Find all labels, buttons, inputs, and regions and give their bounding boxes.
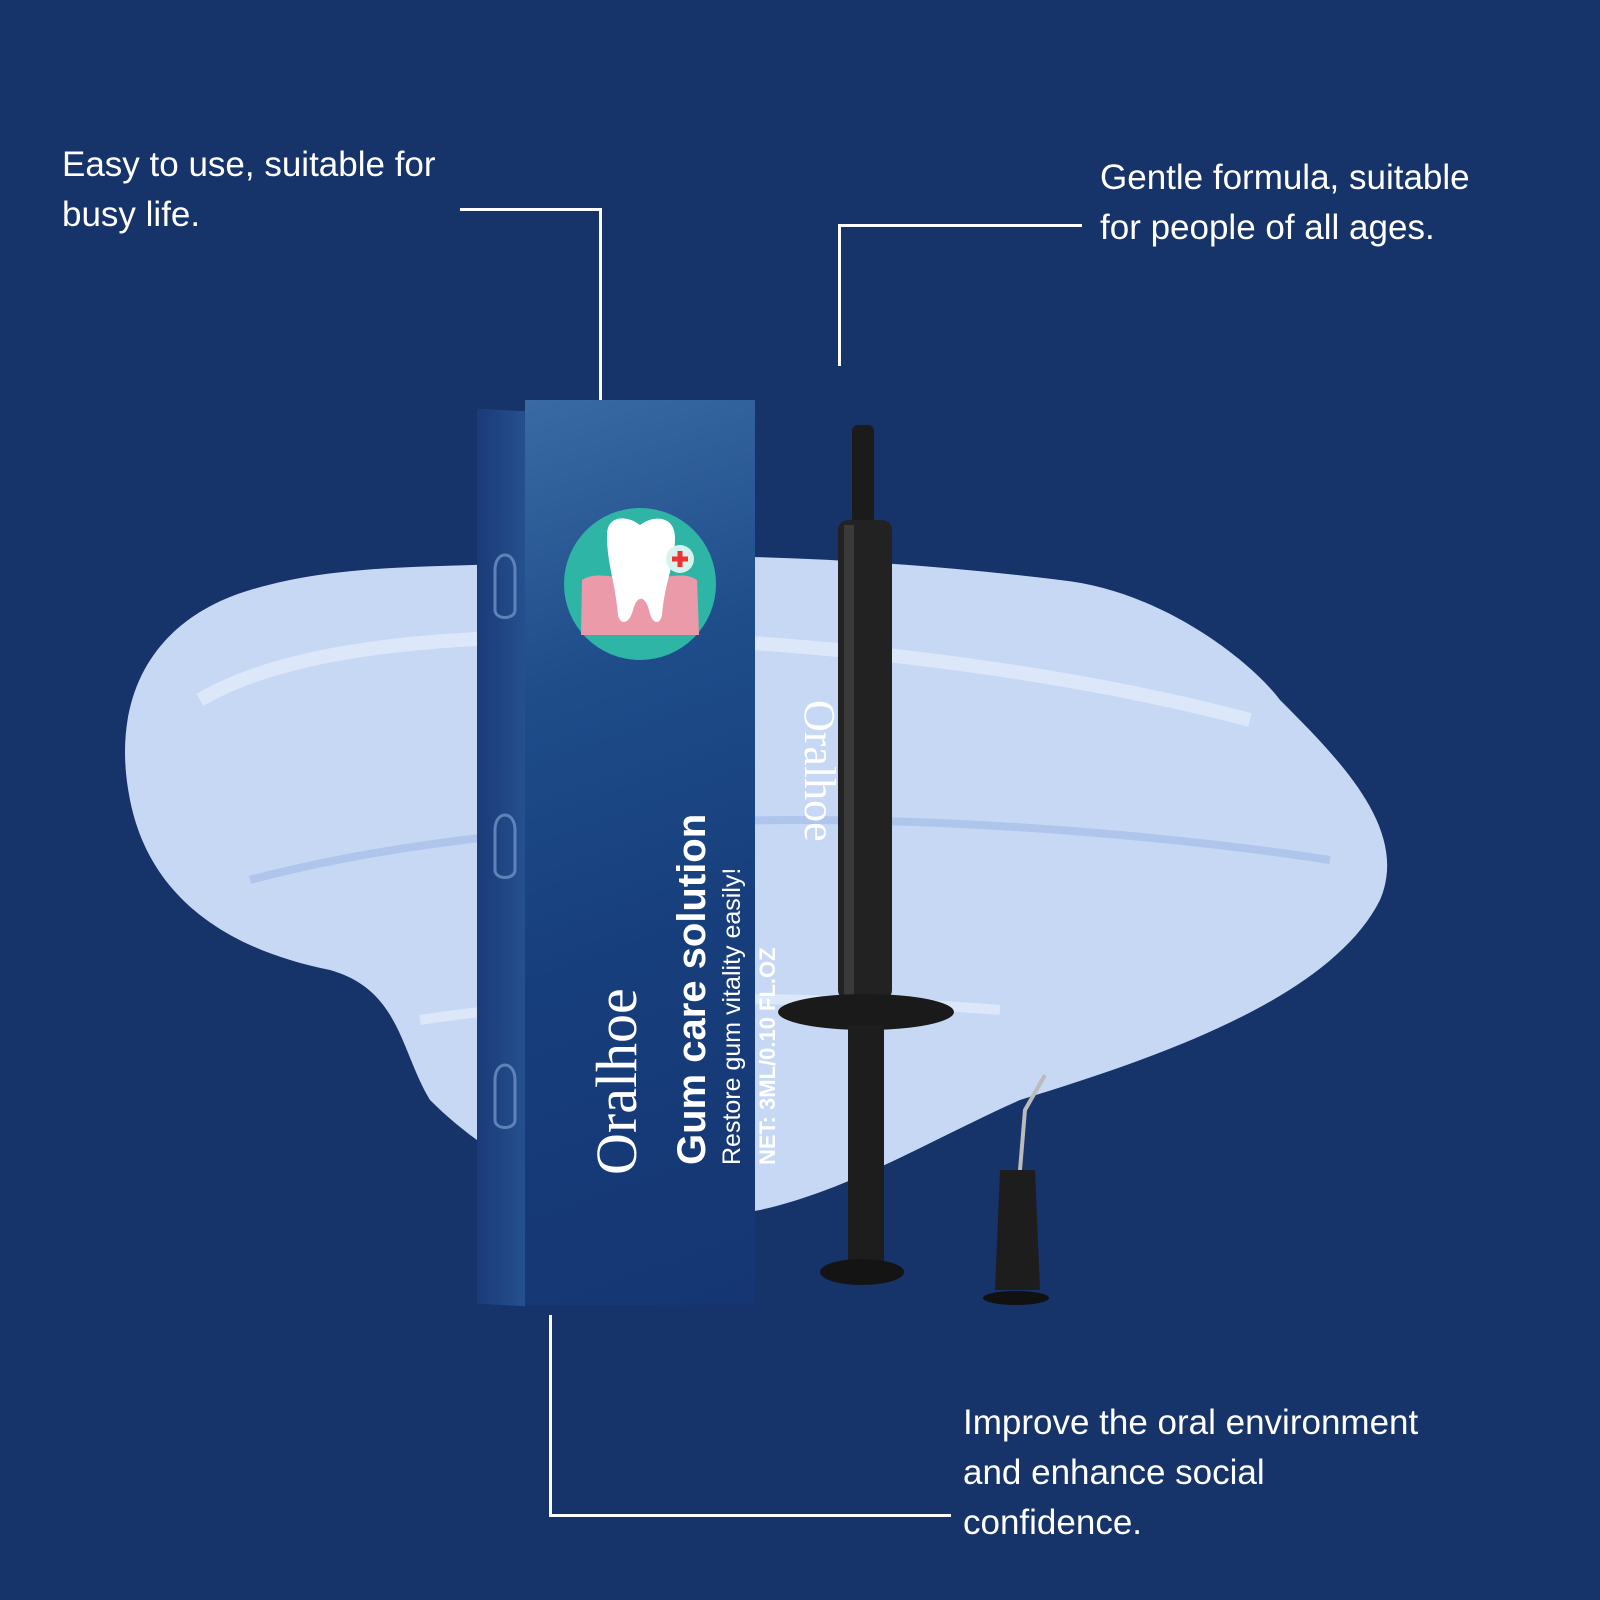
callout-oral-environment: Improve the oral environment and enhance…	[963, 1398, 1418, 1548]
callout-text: busy life.	[62, 195, 201, 234]
tooth-gum-icon	[493, 508, 716, 1129]
callout-text: Improve the oral environment	[963, 1403, 1419, 1442]
callout-text: Gentle formula, suitable	[1100, 158, 1470, 197]
callout-text: for people of all ages.	[1100, 208, 1435, 247]
callout-line	[460, 208, 602, 211]
callout-text: and enhance social	[963, 1453, 1265, 1492]
callout-line	[599, 208, 602, 400]
callout-text: Easy to use, suitable for	[62, 145, 436, 184]
callout-line	[549, 1514, 951, 1517]
callout-line	[838, 224, 1082, 227]
callout-gentle-formula: Gentle formula, suitable for people of a…	[1100, 153, 1470, 253]
callout-text: confidence.	[963, 1503, 1143, 1542]
callout-easy-to-use: Easy to use, suitable for busy life.	[62, 140, 436, 240]
callout-line	[549, 1315, 552, 1517]
product-box: Oralhoe Gum care solution Restore gum vi…	[477, 400, 780, 1315]
syringe-brand-logo: Oralhoe	[795, 700, 844, 842]
callout-line	[838, 224, 841, 366]
